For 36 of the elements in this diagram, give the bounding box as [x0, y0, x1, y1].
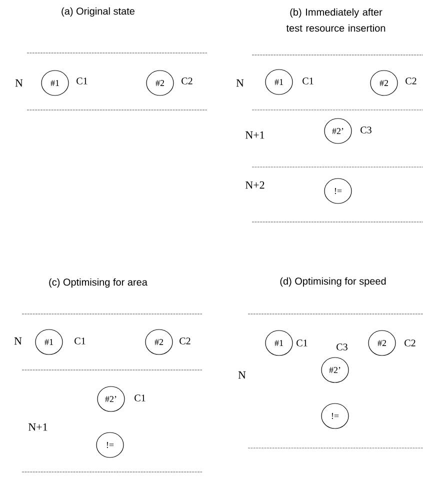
- circle-node: !=: [96, 432, 124, 458]
- circle-node: !=: [321, 403, 349, 429]
- panel-caption: (a) Original state: [62, 7, 134, 17]
- panel-caption: (d) Optimising for speed: [280, 277, 386, 287]
- cell-label: C1: [302, 78, 314, 84]
- circle-node: #2: [368, 330, 396, 356]
- circle-node: #2’: [97, 386, 125, 412]
- circle-node: #2: [145, 329, 173, 355]
- circle-node: #1: [265, 69, 293, 95]
- row-label: N+1: [246, 131, 264, 139]
- cell-label: C1: [76, 78, 88, 84]
- cell-label: C3: [336, 344, 348, 350]
- cell-label: C2: [180, 338, 190, 344]
- circle-node: !=: [324, 178, 352, 204]
- cell-label: C2: [406, 78, 416, 84]
- cell-label: C1: [134, 394, 146, 402]
- cell-label: C2: [182, 78, 192, 84]
- row-label: N: [238, 371, 246, 379]
- circle-node: #2’: [324, 118, 352, 144]
- cell-label: C1: [296, 340, 308, 346]
- circle-node: #2: [370, 70, 398, 96]
- row-label: N+1: [28, 423, 48, 431]
- panel-caption: (c) Optimising for area: [49, 278, 148, 288]
- cell-label: C3: [360, 126, 372, 134]
- row-label: N: [236, 79, 244, 87]
- circle-node: #2’: [321, 357, 349, 383]
- panel-caption: (b) Immediately after test resource insertion: [286, 8, 386, 32]
- circle-node: #1: [265, 330, 293, 356]
- row-label: N: [14, 337, 22, 345]
- circle-node: #2: [146, 70, 174, 96]
- row-label: N: [15, 79, 23, 87]
- row-label: N+2: [246, 181, 264, 189]
- circle-node: #1: [35, 329, 63, 355]
- circle-node: #1: [41, 70, 69, 96]
- cell-label: C1: [74, 338, 86, 344]
- cell-label: C2: [404, 340, 416, 346]
